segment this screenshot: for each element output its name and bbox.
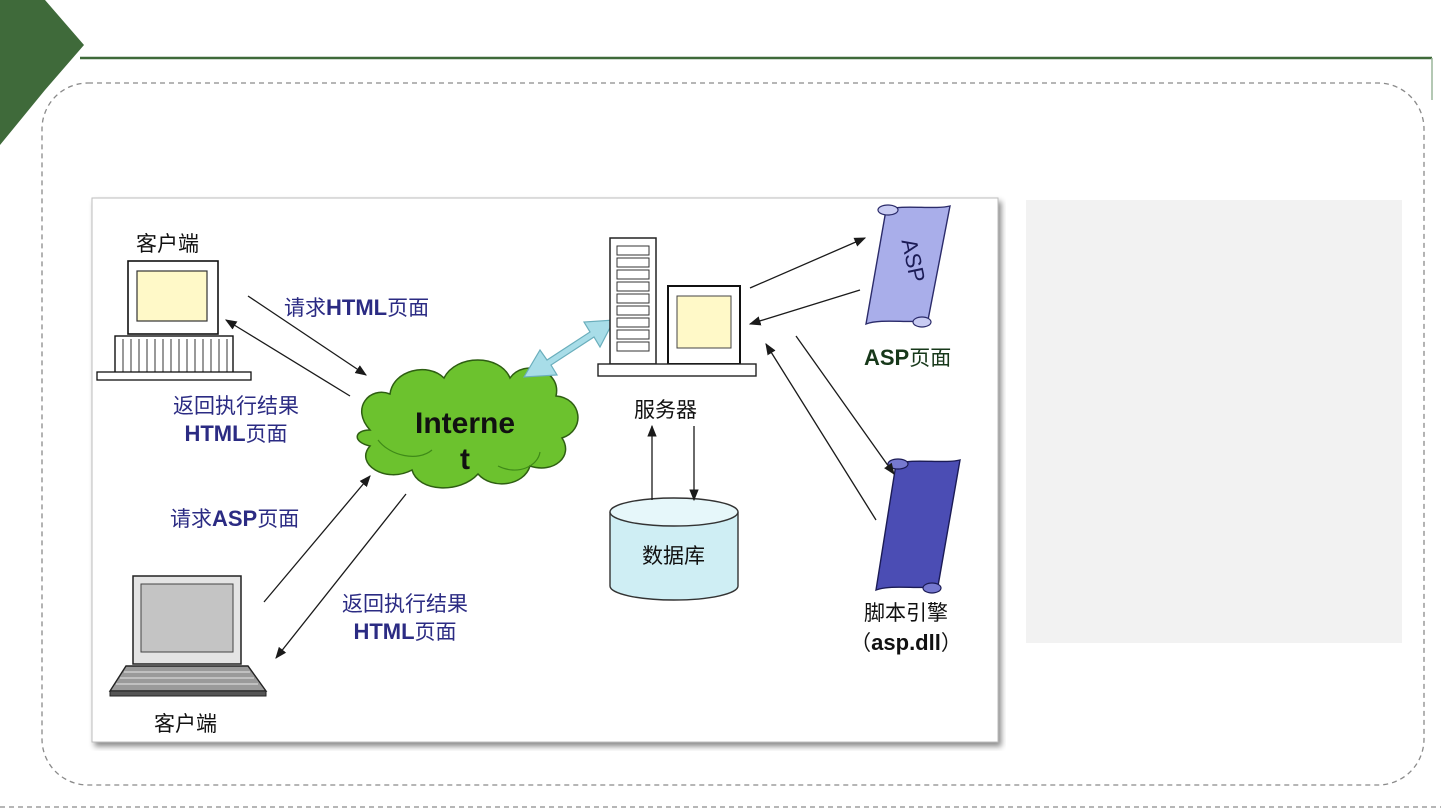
asp-architecture-diagram: ASP 客户端 请求HTML页面 返回执行结果 — [88, 194, 1006, 751]
diagram-drawing: ASP — [88, 194, 1006, 751]
side-panel — [1026, 200, 1402, 643]
database-cylinder — [610, 498, 738, 600]
corner-accent-shape — [0, 0, 84, 145]
